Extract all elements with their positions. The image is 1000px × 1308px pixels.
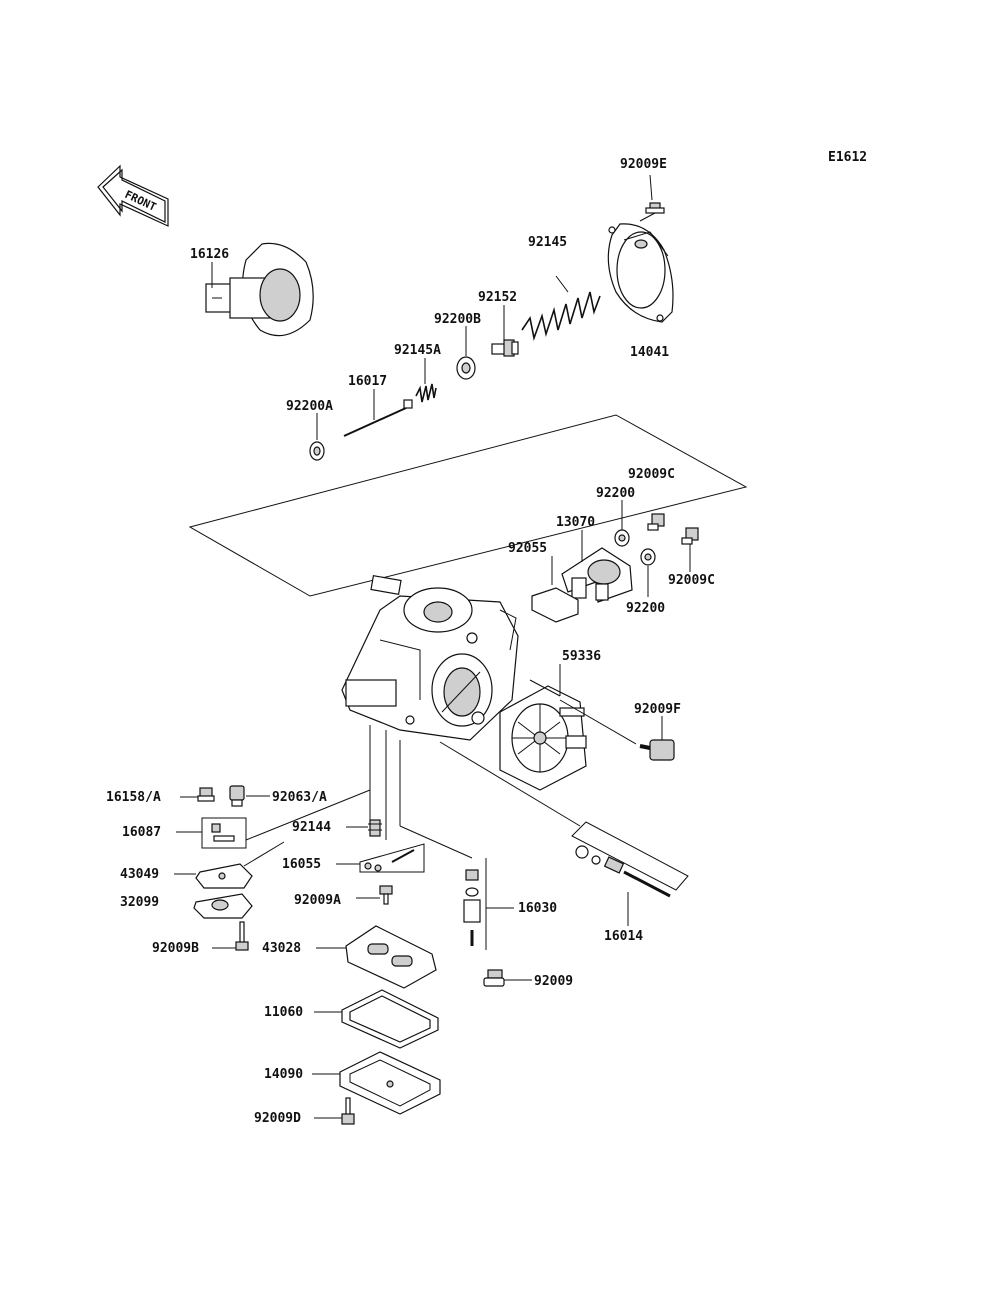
screw-92009B bbox=[235, 921, 249, 951]
washer-92200A bbox=[309, 441, 325, 461]
label-92200-a: 92200 bbox=[596, 486, 635, 501]
label-14041: 14041 bbox=[630, 345, 669, 360]
washer-92200B bbox=[456, 356, 476, 380]
spring-92144 bbox=[368, 819, 382, 837]
plug-16158A bbox=[197, 787, 215, 802]
spring-92145A bbox=[415, 383, 437, 403]
label-16030: 16030 bbox=[518, 901, 557, 916]
needle-16017 bbox=[343, 399, 413, 437]
diaphragm-16126 bbox=[205, 242, 314, 337]
screw-92009A bbox=[379, 885, 393, 905]
label-92055: 92055 bbox=[508, 541, 547, 556]
label-92009D: 92009D bbox=[254, 1111, 301, 1126]
label-92009A: 92009A bbox=[294, 893, 341, 908]
spring-92145 bbox=[521, 291, 601, 341]
fitting-92063A bbox=[229, 785, 245, 807]
label-92145A: 92145A bbox=[394, 343, 441, 358]
label-92009E: 92009E bbox=[620, 157, 667, 172]
label-92144: 92144 bbox=[292, 820, 331, 835]
gasket-92055 bbox=[531, 587, 579, 623]
washer-92200-b bbox=[640, 548, 656, 566]
upper-group-outline bbox=[188, 414, 748, 597]
gasket-43028 bbox=[345, 925, 437, 989]
label-13070: 13070 bbox=[556, 515, 595, 530]
label-14090: 14090 bbox=[264, 1067, 303, 1082]
screw-92009E bbox=[639, 202, 665, 222]
label-92009F: 92009F bbox=[634, 702, 681, 717]
label-92009C-b: 92009C bbox=[668, 573, 715, 588]
label-92200A: 92200A bbox=[286, 399, 333, 414]
pump-59336 bbox=[499, 685, 587, 791]
jet-16030 bbox=[463, 869, 481, 946]
screw-92009D bbox=[341, 1097, 355, 1125]
label-92152: 92152 bbox=[478, 290, 517, 305]
cover-14041 bbox=[607, 223, 674, 323]
label-92009: 92009 bbox=[534, 974, 573, 989]
label-92200-b: 92200 bbox=[626, 601, 665, 616]
label-16087: 16087 bbox=[122, 825, 161, 840]
bracket-13070 bbox=[561, 547, 633, 603]
label-32099: 32099 bbox=[120, 895, 159, 910]
label-16014: 16014 bbox=[604, 929, 643, 944]
bracket-16087 bbox=[201, 817, 247, 849]
plate-32099 bbox=[193, 893, 253, 919]
parts-16014 bbox=[571, 821, 689, 898]
label-16055: 16055 bbox=[282, 857, 321, 872]
bolt-92009C-a bbox=[647, 513, 665, 531]
front-arrow-icon: FRONT bbox=[97, 164, 169, 227]
label-11060: 11060 bbox=[264, 1005, 303, 1020]
gasket-11060 bbox=[341, 989, 439, 1049]
bolt-92009 bbox=[483, 969, 505, 987]
label-92009C-a: 92009C bbox=[628, 467, 675, 482]
label-16017: 16017 bbox=[348, 374, 387, 389]
fitting-92152 bbox=[491, 339, 519, 357]
label-59336: 59336 bbox=[562, 649, 601, 664]
label-92200B: 92200B bbox=[434, 312, 481, 327]
label-92009B: 92009B bbox=[152, 941, 199, 956]
label-16158A: 16158/A bbox=[106, 790, 161, 805]
label-92145: 92145 bbox=[528, 235, 567, 250]
cover-14090 bbox=[339, 1051, 441, 1115]
diagram-id-label: E1612 bbox=[828, 150, 867, 165]
gasket-43049 bbox=[195, 863, 253, 889]
bolt-92009C-b bbox=[681, 527, 699, 545]
bolt-92009F bbox=[639, 739, 675, 761]
label-43028: 43028 bbox=[262, 941, 301, 956]
label-16126: 16126 bbox=[190, 247, 229, 262]
carburetor-body bbox=[341, 574, 519, 741]
washer-92200-a bbox=[614, 529, 630, 547]
parts-16055 bbox=[359, 843, 425, 873]
label-92063A: 92063/A bbox=[272, 790, 327, 805]
label-43049: 43049 bbox=[120, 867, 159, 882]
